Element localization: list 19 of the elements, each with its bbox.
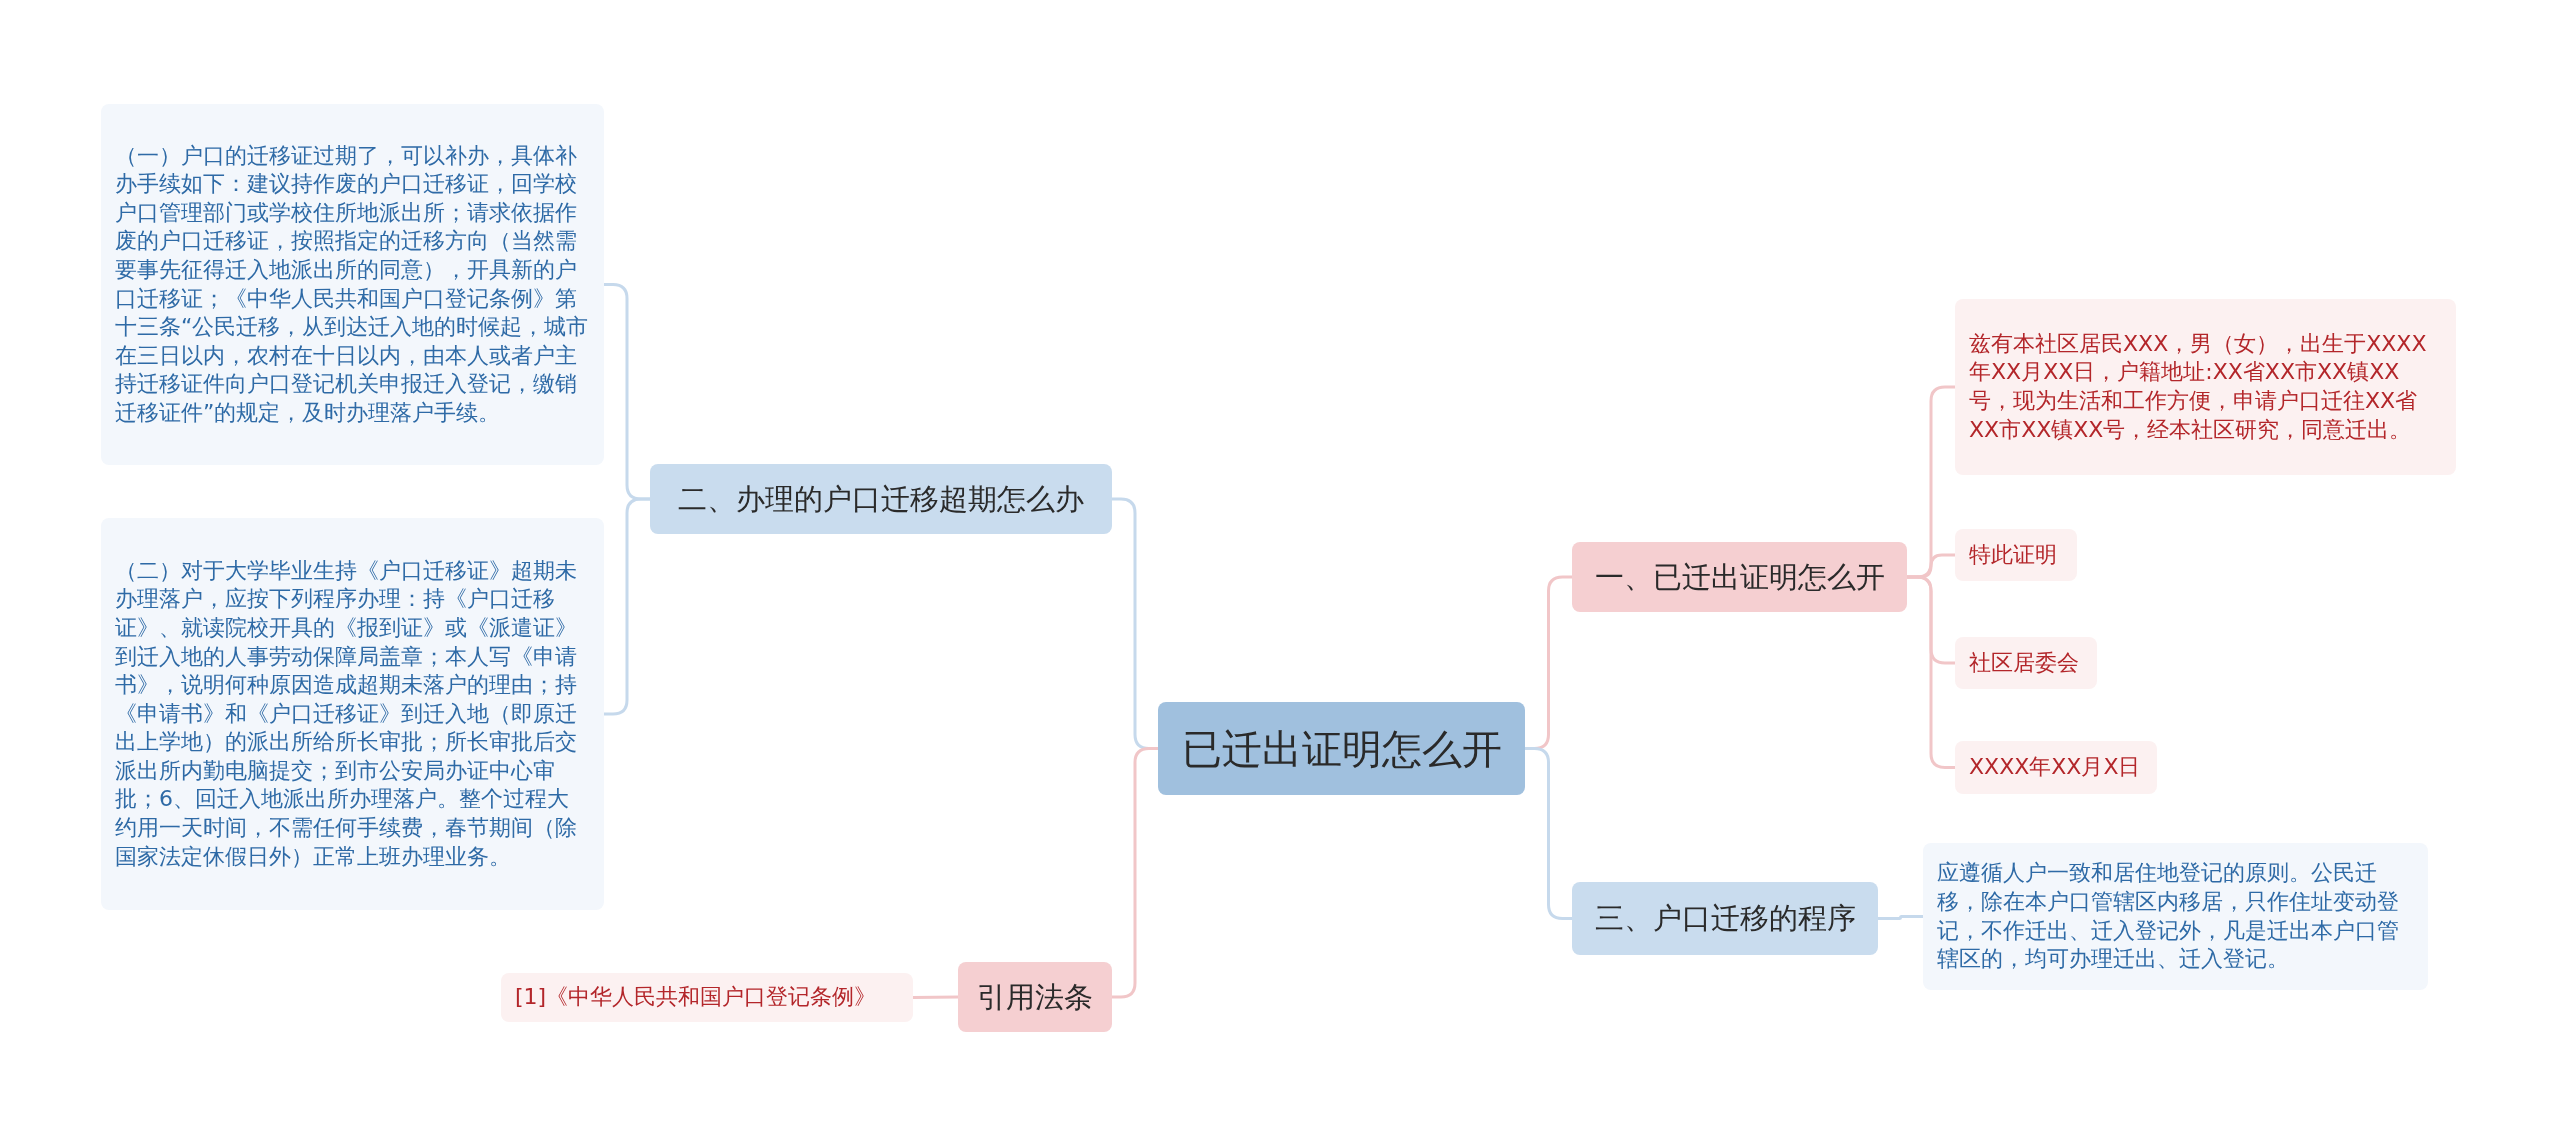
- topic-box: 一、已迁出证明怎么开: [1572, 542, 1907, 612]
- subtopic-box: （二）对于大学毕业生持《户口迁移证》超期未办理落户，应按下列程序办理：持《户口迁移证》、就读院校开具的《报到证》或《派遣证》到迁入地的人事劳动保障局盖章；本人写《申请书》，说明何种原因造成超期未落户的理由；持《申请书》和《户口迁移证》到迁入地（即原迁出上学地）的派出所给所长审批；所长审批后交派出所内勤电脑提交；到市公安局办证中心审批；6、回迁入地派出所办理落户。整个过程大约用一天时间，不需任何手续费，春节期间（除国家法定休假日外）正常上班办理业务。: [101, 518, 604, 910]
- connector-line: [913, 995, 958, 999]
- connector-line: [1907, 575, 1955, 769]
- connector-line: [1878, 915, 1923, 920]
- topic-box: 三、户口迁移的程序: [1572, 882, 1878, 955]
- subtopic-box: 应遵循人户一致和居住地登记的原则。公民迁移，除在本户口管辖区内移居，只作住址变动登记，不作迁出、迁入登记外，凡是迁出本户口管辖区的，均可办理迁出、迁入登记。: [1923, 843, 2428, 990]
- connector-line: [1112, 747, 1158, 999]
- subtopic-box: （一）户口的迁移证过期了，可以补办，具体补办手续如下：建议持作废的户口迁移证，回学校户口管理部门或学校住所地派出所；请求依据作废的户口迁移证，按照指定的迁移方向（当然需要事先征得迁入地派出所的同意），开具新的户口迁移证；《中华人民共和国户口登记条例》第十三条“公民迁移，从到达迁入地的时候起，城市在三日以内，农村在十日以内，由本人或者户主持迁移证件向户口登记机关申报迁入登记，缴销迁移证件”的规定，及时办理落户手续。: [101, 104, 604, 465]
- central-topic-box: 已迁出证明怎么开: [1158, 702, 1525, 795]
- subtopic-box: [1]《中华人民共和国户口登记条例》: [501, 973, 913, 1022]
- subtopic-box: 社区居委会: [1955, 637, 2097, 689]
- subtopic-box: 兹有本社区居民XXX，男（女），出生于XXXX年XX月XX日，户籍地址:XX省XX市XX镇XX号，现为生活和工作方便，申请户口迁往XX省XX市XX镇XX号，经本社区研究，同意迁出。: [1955, 299, 2456, 475]
- subtopic-box: 特此证明: [1955, 529, 2077, 581]
- connector-line: [604, 497, 650, 716]
- topic-box: 二、办理的户口迁移超期怎么办: [650, 464, 1112, 534]
- topic-box: 引用法条: [958, 962, 1112, 1032]
- subtopic-box: XXXX年XX月X日: [1955, 741, 2157, 794]
- connector-line: [1525, 747, 1572, 920]
